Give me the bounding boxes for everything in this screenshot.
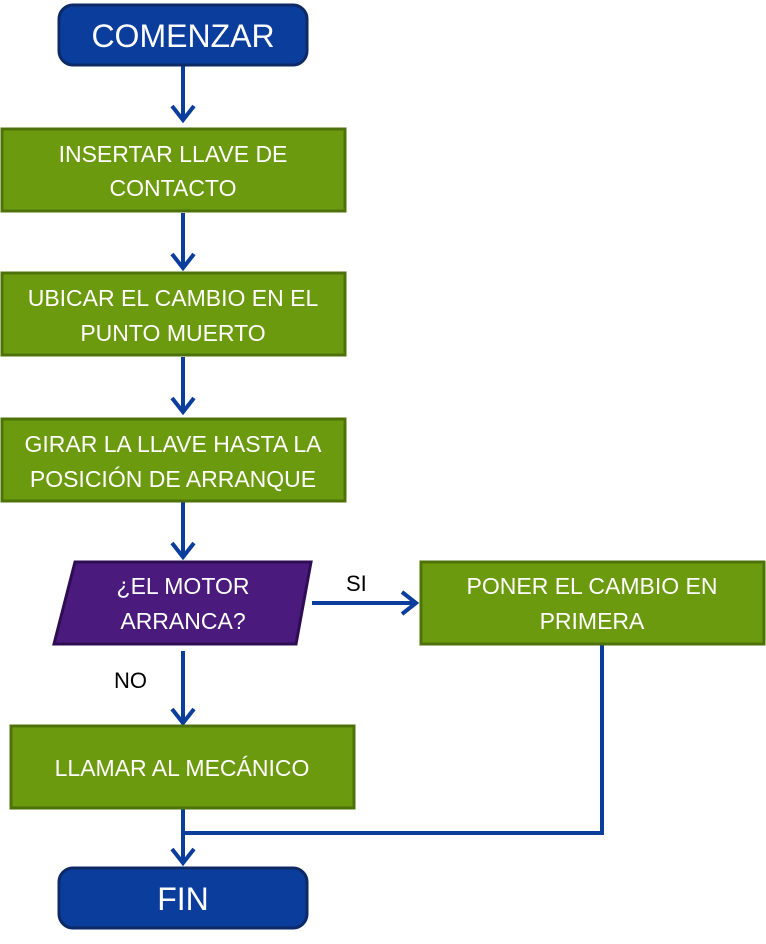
insert-key-line2: CONTACTO — [110, 175, 237, 201]
edge-label-yes: SI — [346, 571, 367, 596]
process-call-mechanic: LLAMAR AL MECÁNICO — [9, 724, 356, 810]
insert-key-line1: INSERTAR LLAVE DE — [59, 141, 288, 167]
arrow-firstgear-to-end — [183, 645, 604, 835]
process-insert-key: INSERTAR LLAVE DE CONTACTO — [0, 127, 347, 213]
arrow-decision-yes — [312, 590, 420, 616]
neutral-line2: PUNTO MUERTO — [80, 320, 265, 346]
decision-line1: ¿EL MOTOR — [117, 573, 250, 599]
decision-engine-starts: ¿EL MOTOR ARRANCA? — [52, 560, 313, 646]
edge-label-no: NO — [114, 668, 147, 693]
decision-line2: ARRANCA? — [120, 608, 245, 634]
process-first-gear: PONER EL CAMBIO EN PRIMERA — [419, 560, 766, 646]
connectors — [170, 66, 604, 867]
call-mechanic-label: LLAMAR AL MECÁNICO — [55, 755, 310, 781]
first-gear-line1: PONER EL CAMBIO EN — [467, 573, 718, 599]
turn-key-line2: POSICIÓN DE ARRANQUE — [30, 466, 316, 492]
process-neutral: UBICAR EL CAMBIO EN EL PUNTO MUERTO — [0, 271, 347, 357]
arrow-decision-no — [170, 651, 196, 727]
start-terminal: COMENZAR — [57, 3, 309, 67]
arrow-mechanic-to-end — [170, 809, 196, 867]
first-gear-line2: PRIMERA — [540, 608, 645, 634]
neutral-line1: UBICAR EL CAMBIO EN EL — [28, 285, 319, 311]
arrow-neutral-to-turnkey — [170, 357, 196, 416]
arrow-turnkey-to-decision — [170, 502, 196, 561]
turn-key-line1: GIRAR LA LLAVE HASTA LA — [24, 431, 322, 457]
arrow-insert-to-neutral — [170, 213, 196, 272]
arrow-start-to-insert — [170, 66, 196, 124]
end-terminal: FIN — [57, 866, 309, 930]
process-turn-key: GIRAR LA LLAVE HASTA LA POSICIÓN DE ARRA… — [0, 417, 347, 503]
start-label: COMENZAR — [91, 18, 274, 54]
end-label: FIN — [157, 881, 209, 917]
